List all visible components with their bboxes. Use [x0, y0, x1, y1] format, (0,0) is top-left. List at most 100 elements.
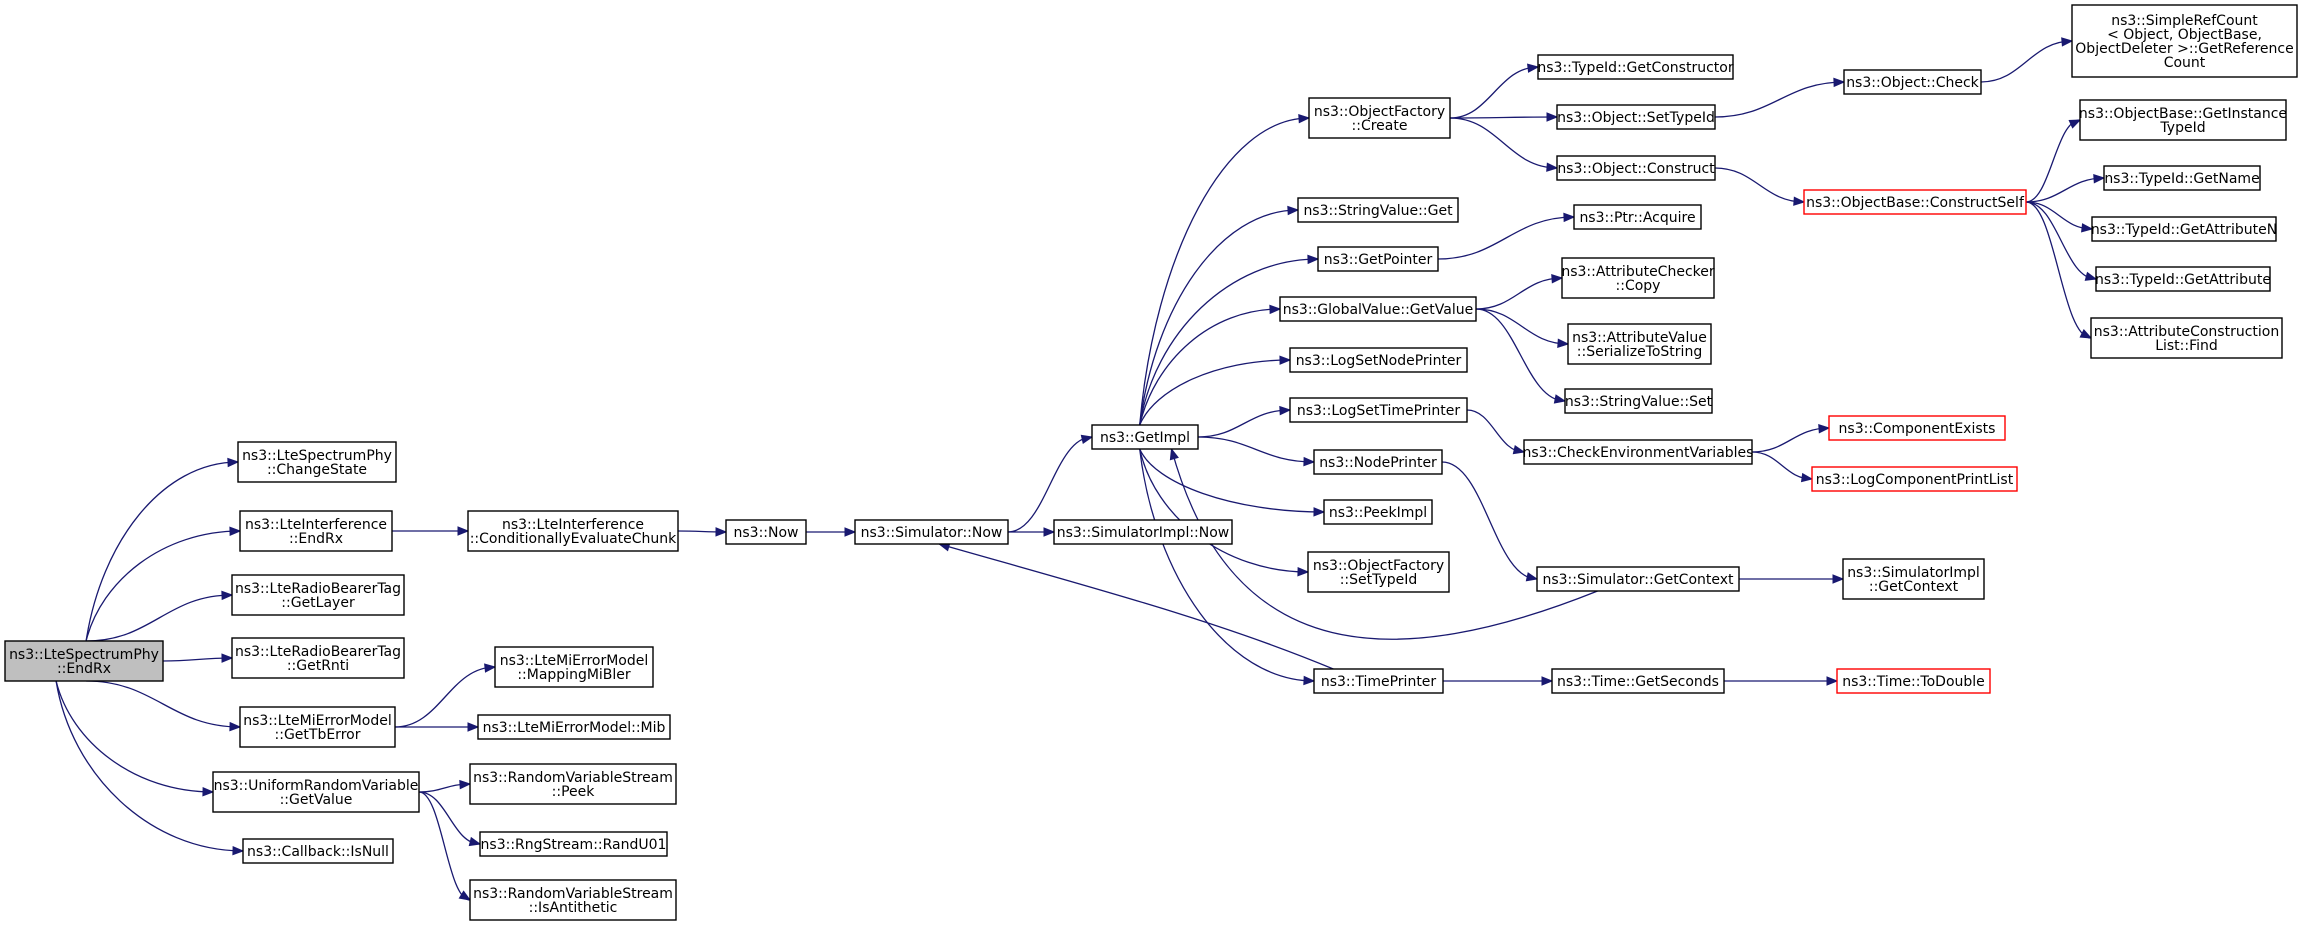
arrowhead-simNow-to-simImplNow	[1043, 527, 1056, 537]
node-simImplNow[interactable]: ns3::SimulatorImpl::Now	[1053, 519, 1233, 545]
node-label: ns3::LteSpectrumPhy	[9, 647, 159, 663]
node-box	[1279, 296, 1477, 322]
node-svSet[interactable]: ns3::StringValue::Set	[1564, 388, 1713, 414]
node-box	[1551, 668, 1725, 694]
node-uniGet[interactable]: ns3::UniformRandomVariable::GetValue	[212, 771, 420, 813]
node-ofCreate[interactable]: ns3::ObjectFactory::Create	[1308, 97, 1451, 139]
node-objSetTypeId[interactable]: ns3::Object::SetTypeId	[1556, 104, 1716, 130]
node-label: ns3::LteSpectrumPhy	[242, 448, 392, 464]
edge-checkEnv-to-compExists	[1751, 427, 1830, 453]
node-objCheck[interactable]: ns3::Object::Check	[1843, 69, 1982, 95]
node-svGet[interactable]: ns3::StringValue::Get	[1297, 197, 1459, 223]
node-tidGetAttrN[interactable]: ns3::TypeId::GetAttributeN	[2091, 216, 2277, 242]
node-simGetCtx[interactable]: ns3::Simulator::GetContext	[1536, 566, 1740, 592]
node-simImplCtx[interactable]: ns3::SimulatorImpl::GetContext	[1842, 558, 1985, 600]
node-now[interactable]: ns3::Now	[725, 519, 807, 545]
node-getImpl[interactable]: ns3::GetImpl	[1091, 424, 1199, 450]
arrowhead-getImpl-to-gvGetValue	[1269, 304, 1282, 315]
node-isNull[interactable]: ns3::Callback::IsNull	[242, 838, 394, 864]
node-box	[1323, 499, 1433, 525]
node-ofSetTypeId[interactable]: ns3::ObjectFactory::SetTypeId	[1307, 551, 1450, 593]
node-label: ns3::GlobalValue::GetValue	[1283, 302, 1473, 318]
node-box	[1811, 466, 2018, 492]
node-tidGetAttr[interactable]: ns3::TypeId::GetAttribute	[2095, 266, 2271, 292]
node-avSer[interactable]: ns3::AttributeValue::SerializeToString	[1567, 323, 1712, 365]
node-checkEnv[interactable]: ns3::CheckEnvironmentVariables	[1523, 439, 1754, 465]
node-refCount[interactable]: ns3::SimpleRefCount< Object, ObjectBase,…	[2071, 4, 2298, 78]
arrowhead-getImpl-to-svGet	[1287, 205, 1300, 216]
edge-objCheck-to-refCount	[1980, 40, 2073, 83]
node-label: ns3::Now	[734, 525, 799, 541]
node-peekImpl[interactable]: ns3::PeekImpl	[1323, 499, 1433, 525]
node-label: ns3::ObjectFactory	[1314, 104, 1445, 120]
node-label: ns3::Time::GetSeconds	[1557, 674, 1719, 690]
arrowhead-root-to-isNull	[232, 845, 245, 856]
node-logNode[interactable]: ns3::LogSetNodePrinter	[1289, 347, 1468, 373]
node-logTime[interactable]: ns3::LogSetTimePrinter	[1289, 397, 1468, 423]
node-box	[494, 646, 654, 688]
node-acCopy[interactable]: ns3::AttributeChecker::Copy	[1561, 257, 1715, 299]
arrowhead-simGetCtx-to-getImpl	[1169, 447, 1179, 461]
node-getLayer[interactable]: ns3::LteRadioBearerTag::GetLayer	[231, 574, 405, 616]
edge-gvGetValue-to-avSer	[1475, 308, 1569, 345]
node-nodePrinter[interactable]: ns3::NodePrinter	[1313, 449, 1443, 475]
node-condEval[interactable]: ns3::LteInterference::ConditionallyEvalu…	[467, 510, 679, 552]
node-box	[725, 519, 807, 545]
edge-root-to-getLayer	[86, 594, 233, 642]
node-isAnti[interactable]: ns3::RandomVariableStream::IsAntithetic	[469, 879, 677, 921]
node-mapMiBler[interactable]: ns3::LteMiErrorModel::MappingMiBler	[494, 646, 654, 688]
node-getTbError[interactable]: ns3::LteMiErrorModel::GetTbError	[239, 706, 396, 748]
nodes-layer: ns3::LteSpectrumPhy::EndRxns3::LteSpectr…	[4, 4, 2298, 921]
node-mib[interactable]: ns3::LteMiErrorModel::Mib	[477, 714, 671, 740]
node-logCompList[interactable]: ns3::LogComponentPrintList	[1811, 466, 2018, 492]
node-root[interactable]: ns3::LteSpectrumPhy::EndRx	[4, 640, 164, 682]
node-box	[2079, 99, 2287, 141]
node-label: ns3::LogSetTimePrinter	[1297, 403, 1461, 419]
node-label: ns3::LteInterference	[502, 517, 644, 533]
arrowhead-condEval-to-now	[715, 527, 728, 537]
node-box	[2091, 216, 2277, 242]
node-compExists[interactable]: ns3::ComponentExists	[1828, 415, 2006, 441]
node-label: ::MappingMiBler	[517, 667, 631, 683]
node-constructSelf[interactable]: ns3::ObjectBase::ConstructSelf	[1803, 189, 2027, 215]
edge-gvGetValue-to-acCopy	[1475, 277, 1563, 310]
node-getCtor[interactable]: ns3::TypeId::GetConstructor	[1537, 54, 1734, 80]
node-tidGetName[interactable]: ns3::TypeId::GetName	[2103, 165, 2261, 191]
node-label: ::GetValue	[280, 792, 353, 808]
node-toDouble[interactable]: ns3::Time::ToDouble	[1836, 668, 1991, 694]
arrowhead-timeGetSec-to-toDouble	[1826, 676, 1839, 686]
arrowhead-getImpl-to-logTime	[1279, 405, 1292, 416]
node-getPointer[interactable]: ns3::GetPointer	[1317, 246, 1439, 272]
node-box	[212, 771, 420, 813]
node-timePrinter[interactable]: ns3::TimePrinter	[1313, 668, 1444, 694]
node-label: ::IsAntithetic	[529, 900, 618, 916]
node-getRnti[interactable]: ns3::LteRadioBearerTag::GetRnti	[231, 637, 405, 679]
node-simNow[interactable]: ns3::Simulator::Now	[854, 519, 1009, 545]
node-label: ::SerializeToString	[1577, 344, 1702, 360]
edge-getTbError-to-mapMiBler	[394, 666, 496, 728]
node-label: < Object, ObjectBase,	[2107, 27, 2262, 43]
node-peek[interactable]: ns3::RandomVariableStream::Peek	[469, 763, 677, 805]
node-intEndRx[interactable]: ns3::LteInterference::EndRx	[239, 510, 393, 552]
node-ptrAcquire[interactable]: ns3::Ptr::Acquire	[1573, 204, 1702, 230]
node-chgstate[interactable]: ns3::LteSpectrumPhy::ChangeState	[237, 441, 397, 483]
node-gvGetValue[interactable]: ns3::GlobalValue::GetValue	[1279, 296, 1477, 322]
node-timeGetSec[interactable]: ns3::Time::GetSeconds	[1551, 668, 1725, 694]
arrowhead-objSetTypeId-to-objCheck	[1833, 77, 1846, 88]
arrowhead-gvGetValue-to-acCopy	[1551, 274, 1564, 284]
node-box	[1536, 566, 1740, 592]
node-label: ns3::ObjectBase::GetInstance	[2079, 106, 2287, 122]
node-label: ns3::SimulatorImpl::Now	[1057, 525, 1230, 541]
node-label: ::GetContext	[1869, 579, 1959, 595]
node-randU01[interactable]: ns3::RngStream::RandU01	[479, 831, 668, 857]
node-box	[2090, 317, 2283, 359]
node-box	[1297, 197, 1459, 223]
node-label: List::Find	[2155, 338, 2218, 354]
edge-constructSelf-to-tidGetAttr	[2025, 201, 2097, 280]
node-label: ns3::Object::Construct	[1557, 161, 1715, 177]
node-objConstruct[interactable]: ns3::Object::Construct	[1556, 155, 1716, 181]
arrowhead-getImpl-to-ofSetTypeId	[1297, 566, 1310, 577]
node-label: ns3::ObjectFactory	[1313, 558, 1444, 574]
